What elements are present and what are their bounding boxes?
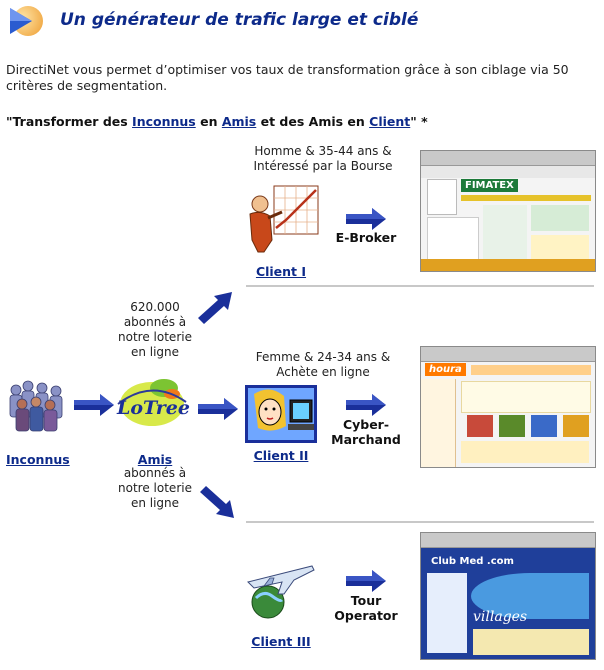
subscribers-note-bottom: abonnés à notre loterie en ligne xyxy=(118,466,192,510)
investor-chart-icon xyxy=(249,185,319,253)
arrow-right-icon xyxy=(74,394,114,416)
amis-link[interactable]: Amis xyxy=(137,452,173,467)
inconnus-link[interactable]: Inconnus xyxy=(6,452,70,467)
separator xyxy=(246,521,594,523)
arrow-right-icon xyxy=(198,398,238,420)
client-2-criteria: Femme & 24-34 ans & Achète en ligne xyxy=(255,350,391,379)
client-2-type: Cyber- Marchand xyxy=(331,417,401,447)
client-1-criteria: Homme & 35-44 ans & Intéressé par la Bou… xyxy=(253,144,393,173)
lotree-logo-text: LoTree xyxy=(117,397,190,419)
arrow-right-icon xyxy=(346,570,386,592)
airplane-globe-icon xyxy=(247,565,315,619)
slogan-link-inconnus[interactable]: Inconnus xyxy=(132,114,196,129)
client-2-screenshot[interactable]: houra xyxy=(420,346,596,468)
client-1-screenshot[interactable]: FIMATEX xyxy=(420,150,596,272)
client-1-type: E-Broker xyxy=(335,230,397,245)
separator xyxy=(246,285,594,287)
slogan-link-client[interactable]: Client xyxy=(369,114,411,129)
arrow-down-right-icon xyxy=(200,486,234,518)
client-2-link[interactable]: Client II xyxy=(253,448,309,463)
client-1-site-name: FIMATEX xyxy=(461,179,518,192)
client-3-type: Tour Operator xyxy=(334,593,398,623)
client-3-screenshot[interactable]: Club Med .com villages xyxy=(420,532,596,660)
arrow-up-right-icon xyxy=(198,292,232,324)
play-triangle-icon xyxy=(10,6,43,36)
woman-computer-icon xyxy=(245,385,317,443)
slogan: "Transformer des Inconnus en Amis et des… xyxy=(6,114,428,129)
client-2-site-name: houra xyxy=(425,363,466,376)
client-1-link[interactable]: Client I xyxy=(255,264,307,279)
crowd-icon xyxy=(9,380,63,432)
page-title: Un générateur de trafic large et ciblé xyxy=(60,10,419,30)
client-3-link[interactable]: Client III xyxy=(251,634,311,649)
subscribers-note-top: 620.000 abonnés à notre loterie en ligne xyxy=(118,300,192,359)
client-3-site-name: Club Med .com xyxy=(427,555,518,568)
arrow-right-icon xyxy=(346,394,386,416)
lotree-logo-icon xyxy=(117,379,187,426)
arrow-right-icon xyxy=(346,208,386,230)
intro-text: DirectiNet vous permet d’optimiser vos t… xyxy=(6,62,569,93)
client-3-site-tagline: villages xyxy=(473,609,528,625)
slogan-link-amis[interactable]: Amis xyxy=(221,114,257,129)
